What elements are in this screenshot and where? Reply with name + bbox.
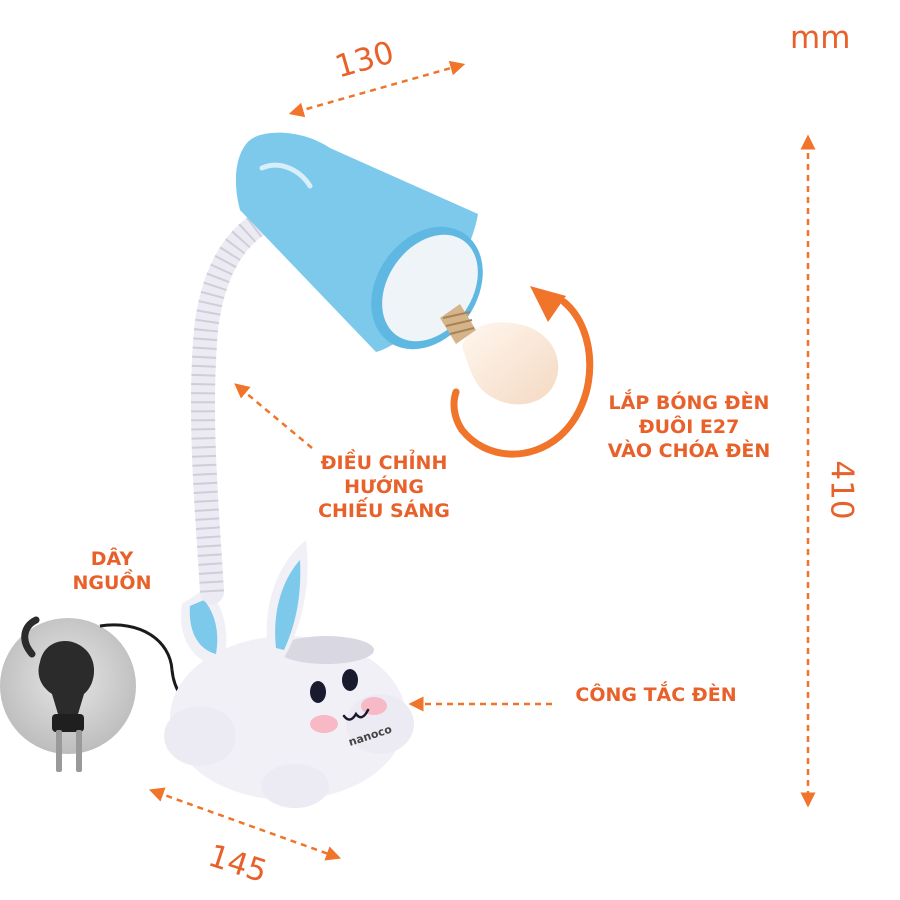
lamp-switch-label: CÔNG TẮC ĐÈN: [575, 684, 737, 706]
adjust-arrow: [234, 383, 313, 449]
bulb-install-label: LẮP BÓNG ĐÈN ĐUÔI E27 VÀO CHÓA ĐÈN: [607, 392, 771, 462]
led-bulb-icon: [440, 304, 559, 405]
power-cord-label: DÂY NGUỒN: [72, 548, 152, 594]
unit-label: mm: [790, 20, 851, 56]
power-plug-icon: [0, 616, 136, 772]
rotate-arrow-icon: [450, 286, 594, 458]
base-width-arrow: [148, 787, 342, 861]
height-label: 410: [823, 460, 860, 520]
adjust-direction-label: ĐIỀU CHỈNH HƯỚNG CHIẾU SÁNG: [318, 452, 450, 522]
